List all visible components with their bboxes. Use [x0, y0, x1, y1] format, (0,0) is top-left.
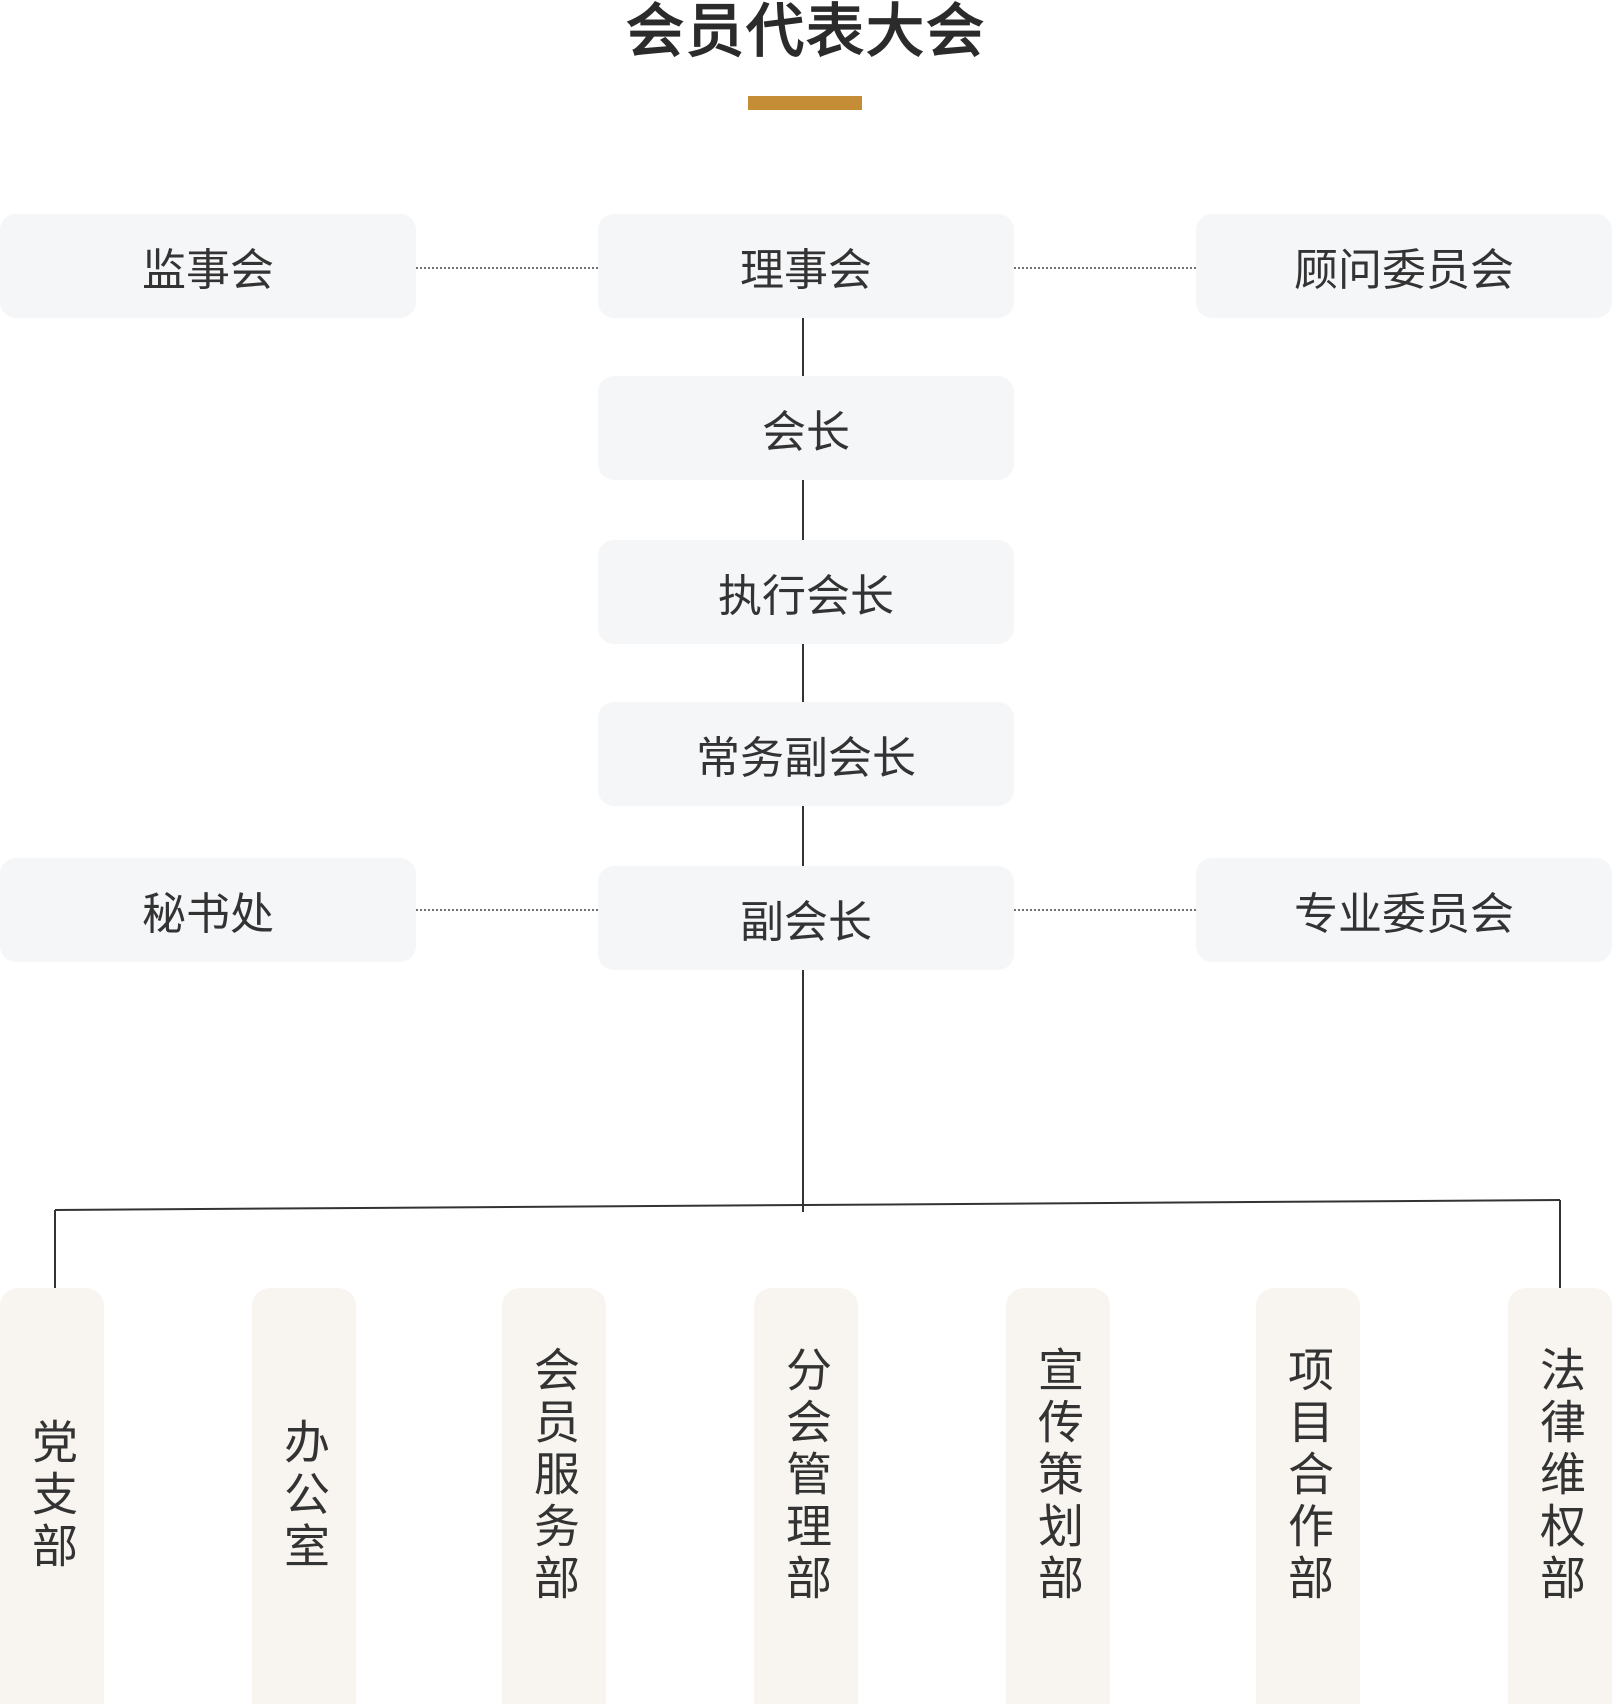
node-secretariat: 秘书处 [0, 858, 416, 962]
node-professional-committee: 专业委员会 [1196, 858, 1612, 962]
node-vice-president: 副会长 [598, 866, 1014, 970]
dept-label: 法律维权部 [1533, 1346, 1587, 1606]
dept-project-cooperation: 项目合作部 [1256, 1288, 1360, 1704]
node-standing-vice-president: 常务副会长 [598, 702, 1014, 806]
title-accent-bar [748, 96, 862, 110]
dept-legal-rights: 法律维权部 [1508, 1288, 1612, 1704]
dept-office: 办公室 [252, 1288, 356, 1704]
dept-party-branch: 党支部 [0, 1288, 104, 1704]
node-advisory-committee: 顾问委员会 [1196, 214, 1612, 318]
dept-label: 宣传策划部 [1031, 1346, 1085, 1606]
node-supervisory-board: 监事会 [0, 214, 416, 318]
connector-bus [54, 1199, 1561, 1211]
dept-label: 会员服务部 [527, 1346, 581, 1606]
dept-label: 办公室 [277, 1418, 331, 1574]
node-council: 理事会 [598, 214, 1014, 318]
dept-member-services: 会员服务部 [502, 1288, 606, 1704]
dept-label: 项目合作部 [1281, 1346, 1335, 1606]
node-president: 会长 [598, 376, 1014, 480]
dept-branch-management: 分会管理部 [754, 1288, 858, 1704]
dept-publicity-planning: 宣传策划部 [1006, 1288, 1110, 1704]
chart-title: 会员代表大会 [625, 0, 986, 65]
node-executive-president: 执行会长 [598, 540, 1014, 644]
dept-label: 党支部 [25, 1418, 79, 1574]
dept-label: 分会管理部 [779, 1346, 833, 1606]
